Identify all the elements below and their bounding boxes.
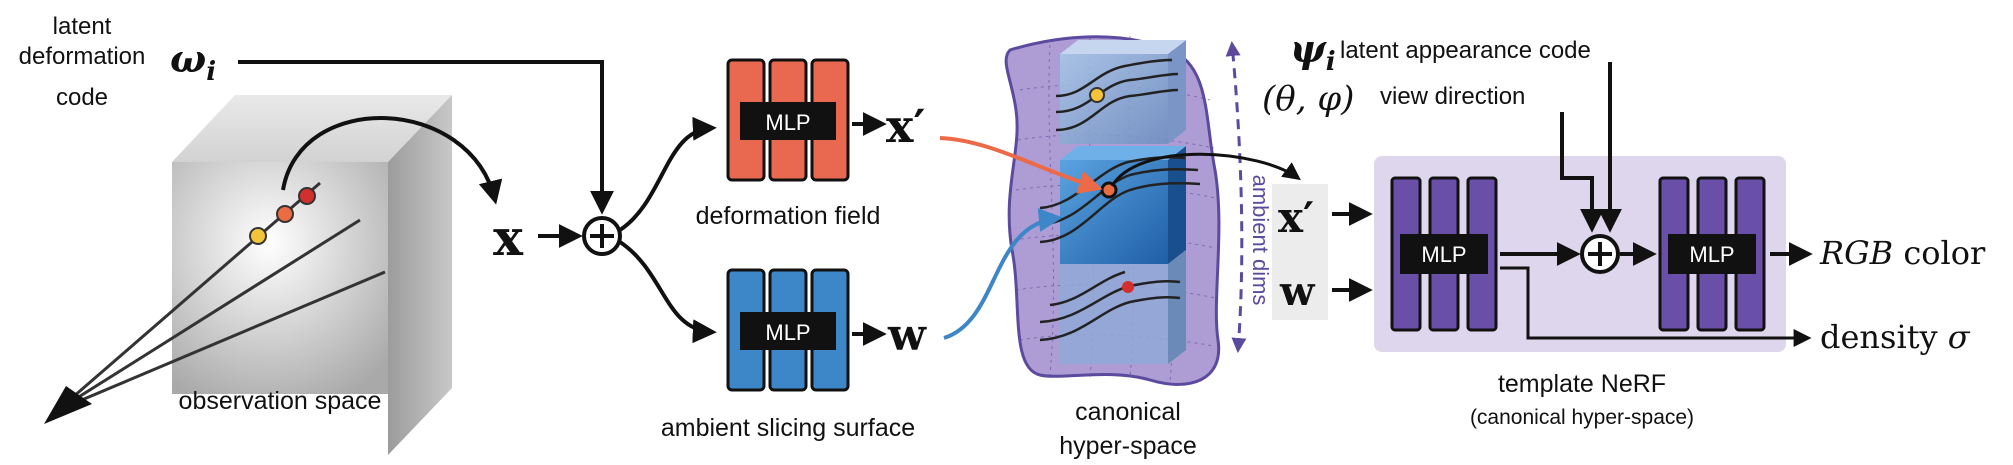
template-nerf-label-line2: (canonical hyper-space) [1470,406,1694,429]
sample-point-orange [276,205,294,223]
ambient-slicing-surface-label: ambient slicing surface [661,414,915,442]
canonical-label-line2: hyper-space [1059,432,1197,460]
deformation-plus-node [582,216,622,256]
w-to-canonical-arrow [943,208,1063,340]
nerf-mlp-1-label: MLP [1421,242,1466,267]
cube-side-face [388,95,452,455]
view-direction-symbol: (θ, φ) [1262,79,1354,119]
nerf-plus-node [1580,234,1620,274]
template-nerf-label-line1: template NeRF [1498,370,1666,398]
rgb-color-output: RGB color [1819,234,1986,272]
x-prime-symbol: x′ [886,99,926,153]
slice-mid-face [1060,146,1186,160]
canonical-hyperspace [1004,35,1221,386]
density-output-arrow [1500,266,1812,347]
canonical-point-yellow [1089,87,1105,103]
sample-point-yellow [249,227,267,245]
canonical-to-nerf-arrow [1110,152,1301,187]
slicing-mlp: MLP [726,268,850,392]
sample-point-red [298,187,316,205]
omega-symbol: ωi [170,36,216,87]
latent-appearance-code-label: latent appearance code [1340,37,1591,64]
observation-space-label: observation space [179,387,382,415]
point-to-x-arrow [281,116,503,205]
plus-to-slicing-arrow [618,240,717,344]
nerf-input-w: w [1279,268,1316,315]
nerf-mlp-2: MLP [1658,176,1766,332]
plus-to-deformation-arrow [618,116,717,232]
slice-top-side [1168,40,1186,144]
view-direction-label: view direction [1380,83,1525,110]
density-output: density σ [1820,318,1971,356]
camera-ray-1 [57,181,321,412]
slice-top-face [1060,40,1186,54]
latent-deformation-line3: code [56,84,108,111]
view-direction-arrow [1560,112,1604,233]
camera-ray-2 [57,218,361,412]
deformation-mlp-label: MLP [765,110,810,135]
cube-front-face [172,162,388,394]
nerf-mlp-1: MLP [1390,176,1498,332]
x-symbol: x [493,208,524,267]
slice-bottom-side [1168,250,1186,364]
nerf-input-x-prime: x′ [1278,193,1314,242]
slice-mid-side [1168,146,1186,264]
nerf-input-panel [1272,184,1328,320]
cube-top-face [172,95,452,162]
ambient-dims-label: ambient dims [1248,175,1273,306]
observation-space-cube [44,95,503,455]
w-symbol: w [887,310,927,361]
slice-top-front [1060,54,1168,144]
camera-ray-3 [57,270,386,412]
xprime-to-canonical-arrow [939,136,1103,194]
deformation-field-label: deformation field [696,202,881,230]
ambient-dims-arrow [1225,41,1247,353]
nerf-mlp-2-label: MLP [1689,242,1734,267]
camera-arrowhead [44,386,92,424]
canonical-label-line1: canonical [1075,398,1181,426]
canonical-point-red [1122,281,1134,293]
latent-deformation-line1: latent [53,13,112,40]
slicing-mlp-label: MLP [765,320,810,345]
deformation-mlp: MLP [726,58,850,182]
omega-arrow [238,60,614,215]
latent-deformation-line2: deformation [19,43,146,70]
psi-symbol: ψi [1290,26,1336,77]
slice-bottom-front [1060,264,1168,364]
